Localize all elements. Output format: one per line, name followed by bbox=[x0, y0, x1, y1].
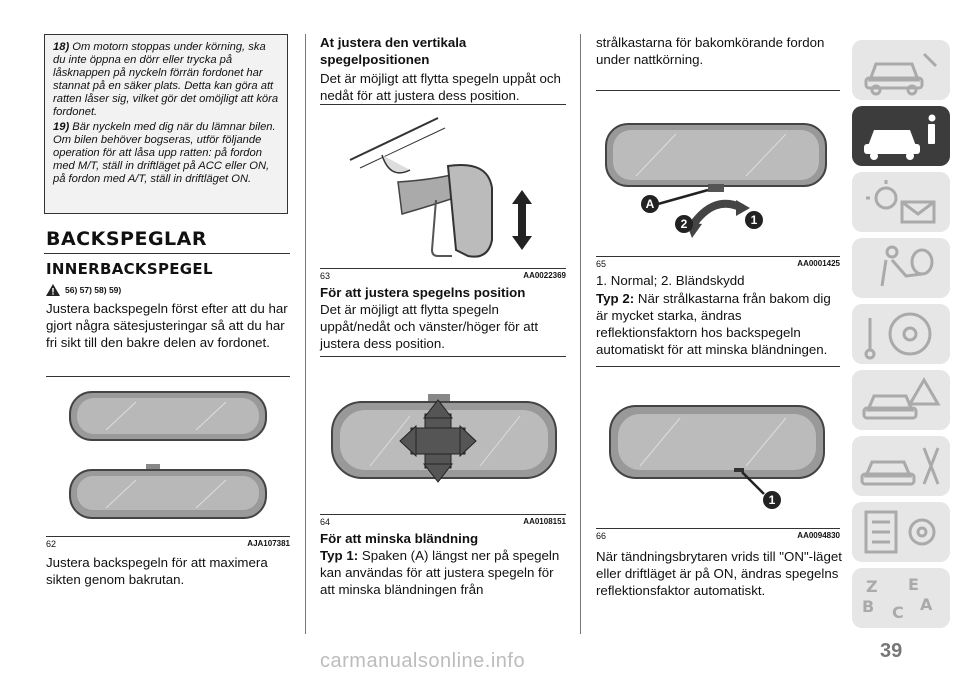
figure-66-code: AA0094830 bbox=[797, 531, 840, 540]
warning-triangle-icon bbox=[46, 284, 60, 296]
fig66-label-1: 1 bbox=[769, 493, 776, 507]
fig65-label-1: 1 bbox=[751, 213, 758, 227]
page-number: 39 bbox=[880, 640, 903, 662]
mirror-vertical-illustration bbox=[349, 117, 532, 258]
maintenance-wrench-icon bbox=[860, 447, 940, 486]
svg-text:Z: Z bbox=[866, 577, 878, 596]
column-divider-1 bbox=[305, 34, 306, 634]
tab-technical-data[interactable] bbox=[852, 502, 950, 562]
figure-66-caption: 66 AA0094830 bbox=[596, 528, 840, 541]
col3-p2: När tändningsbrytaren vrids till "ON"-lä… bbox=[596, 549, 842, 598]
figure-63-code: AA0022369 bbox=[523, 271, 566, 280]
mirror-illustration bbox=[69, 391, 267, 519]
col1-intro: Justera backspegeln först efter att du h… bbox=[46, 301, 288, 350]
col1-after: Justera backspegeln för att maximera sik… bbox=[46, 555, 268, 587]
col2-p2: Det är möjligt att flytta spegeln uppåt/… bbox=[320, 302, 539, 351]
col2-heading-glare: För att minska bländning bbox=[320, 531, 479, 546]
tab-starting-driving[interactable] bbox=[852, 304, 950, 364]
tab-dashboard[interactable] bbox=[852, 40, 950, 100]
figure-64-code: AA0108151 bbox=[523, 517, 566, 526]
fig65-label-2: 2 bbox=[681, 217, 688, 231]
figure-65-caption: 65 AA0001425 bbox=[596, 256, 840, 269]
figure-65-code: AA0001425 bbox=[797, 259, 840, 268]
note-19-text: Bär nyckeln med dig när du lämnar bilen.… bbox=[53, 121, 276, 185]
note-box: 18) Om motorn stoppas under körning, ska… bbox=[44, 34, 288, 214]
section-subtitle: INNERBACKSPEGEL bbox=[46, 260, 213, 278]
figure-64: 64 AA0108151 bbox=[320, 356, 566, 527]
svg-text:B: B bbox=[862, 597, 874, 616]
figure-66: 1 66 AA0094830 bbox=[596, 366, 840, 541]
col3-legend: 1. Normal; 2. Bländskydd bbox=[596, 273, 745, 288]
typ2-label: Typ 2: bbox=[596, 291, 635, 306]
technical-data-icon bbox=[864, 510, 936, 554]
figure-63: 63 AA0022369 bbox=[320, 104, 566, 281]
emergency-icon bbox=[862, 377, 941, 420]
tab-safety[interactable] bbox=[852, 238, 950, 298]
typ2-text: När strålkastarna från bakom dig är myck… bbox=[596, 291, 831, 357]
col2-heading-vertical: At justera den vertikala spegelpositione… bbox=[320, 35, 467, 67]
col3-typ2: Typ 2: När strålkastarna från bakom dig … bbox=[596, 290, 844, 358]
warning-refs: 56) 57) 58) 59) bbox=[46, 284, 121, 296]
note-18-label: 18) bbox=[53, 41, 70, 53]
mirror-position-illustration bbox=[331, 394, 557, 483]
fig65-label-a: A bbox=[646, 197, 655, 211]
car-dashboard-icon bbox=[864, 52, 938, 96]
note-19-label: 19) bbox=[53, 121, 70, 133]
figure-66-number: 66 bbox=[596, 531, 607, 541]
tab-car-info[interactable] bbox=[852, 106, 950, 166]
figure-64-number: 64 bbox=[320, 517, 331, 527]
warning-lights-icon bbox=[866, 180, 936, 224]
typ1-text: Spaken (A) längst ner på spegeln kan anv… bbox=[320, 548, 560, 597]
col3-p1: strålkastarna för bakomkörande fordon un… bbox=[596, 35, 825, 67]
figure-65-number: 65 bbox=[596, 259, 607, 269]
col2-heading-position: För att justera spegelns position bbox=[320, 285, 526, 300]
col2-typ1: Typ 1: Spaken (A) längst ner på spegeln … bbox=[320, 547, 568, 598]
col2-p1: Det är möjligt att flytta spegeln uppåt … bbox=[320, 71, 561, 103]
mirror-auto-dim-illustration: 1 bbox=[609, 405, 825, 509]
car-info-icon bbox=[864, 114, 936, 160]
watermark: carmanualsonline.info bbox=[320, 650, 526, 672]
figure-62: 62 AJA107381 bbox=[46, 376, 290, 549]
figure-64-caption: 64 AA0108151 bbox=[320, 514, 566, 527]
figure-62-code: AJA107381 bbox=[247, 539, 290, 548]
mirror-glare-lever-illustration: A 2 1 bbox=[605, 123, 827, 238]
figure-63-number: 63 bbox=[320, 271, 331, 281]
tab-maintenance[interactable] bbox=[852, 436, 950, 496]
airbag-safety-icon bbox=[880, 245, 934, 287]
figure-62-caption: 62 AJA107381 bbox=[46, 536, 290, 549]
note-18-text: Om motorn stoppas under körning, ska du … bbox=[53, 41, 279, 118]
section-title: BACKSPEGLAR bbox=[46, 228, 207, 250]
figure-62-number: 62 bbox=[46, 539, 57, 549]
svg-text:C: C bbox=[892, 603, 904, 622]
typ1-label: Typ 1: bbox=[320, 548, 359, 563]
section-rule bbox=[44, 253, 290, 254]
warning-refs-text: 56) 57) 58) 59) bbox=[65, 285, 122, 295]
tab-lights-messages[interactable] bbox=[852, 172, 950, 232]
svg-text:A: A bbox=[920, 595, 933, 614]
column-divider-2 bbox=[580, 34, 581, 634]
figure-63-caption: 63 AA0022369 bbox=[320, 268, 566, 281]
tab-emergency[interactable] bbox=[852, 370, 950, 430]
steering-wheel-icon bbox=[864, 312, 932, 360]
svg-text:E: E bbox=[908, 575, 919, 594]
figure-65: A 2 1 65 AA0001425 bbox=[596, 90, 840, 269]
